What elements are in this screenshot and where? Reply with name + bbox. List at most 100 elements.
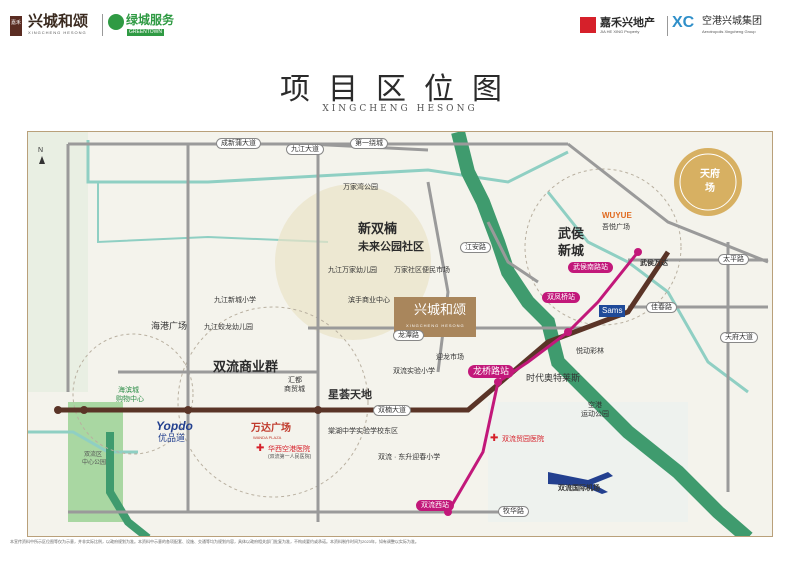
road-label-chengxinpu: 成新蒲大道	[216, 138, 261, 149]
right-brand-divider	[667, 16, 668, 36]
poi-shuangliu-dz: 双流 · 东升迎春小学	[378, 454, 441, 461]
tianfu-badge	[674, 148, 742, 216]
poi-jiujiang-xx: 九江新城小学	[214, 297, 256, 304]
avenue-node-1	[54, 406, 62, 414]
poi-jiujiang-jl: 九江蛟龙幼儿园	[204, 324, 253, 331]
new-shuangnan-circle	[275, 184, 431, 340]
wanda-en: WANDA PLAZA	[253, 435, 282, 440]
wuhou-wanda: 武侯万达	[640, 260, 668, 267]
poi-yueyou: 悦动彩林	[576, 348, 604, 355]
road-jiangan	[426, 181, 450, 373]
avenue-node-2	[80, 406, 88, 414]
metro-stop-1	[634, 248, 642, 256]
left-green-zone	[28, 132, 88, 392]
avenue-node-3	[184, 406, 192, 414]
poi-wanjia-park: 万家湾公园	[343, 184, 378, 191]
poi-shidai: 时代奥特莱斯	[526, 373, 581, 383]
jinjiang-river	[451, 132, 753, 536]
poi-xingui: 星荟天地	[328, 389, 372, 401]
hospital-icon-2: ✚	[490, 433, 499, 444]
area-new-shuangnan-line2: 未来公园社区	[358, 241, 424, 253]
poi-konggang: 空港	[588, 402, 602, 409]
poi-huidu2: 商贸城	[284, 386, 305, 393]
service-brand-name: 绿城服务	[126, 13, 175, 27]
poi-tanghu: 棠湖中学实验学校东区	[328, 428, 398, 435]
wanda-logo: 万达广场	[251, 423, 291, 434]
greentown-logo-icon	[108, 14, 124, 30]
metro-shuangliu-west[interactable]: 双流西站	[416, 500, 454, 511]
xc-logo-icon: XC	[672, 14, 695, 31]
compass-icon	[39, 156, 45, 164]
shuangnan-avenue	[58, 250, 671, 413]
road-label-shuangnan: 双楠大道	[373, 405, 411, 416]
road-label-ganyu: 牧华路	[498, 506, 529, 517]
tianfu-label-line2: 场	[705, 183, 715, 194]
metro-wuhou-south[interactable]: 武侯南路站	[568, 262, 613, 273]
brand-name: 兴城和颂	[28, 12, 89, 30]
poi-shuangliu-park2: 中心公园	[82, 460, 107, 466]
left-river	[106, 432, 151, 536]
poi-haibin: 海滨城	[118, 387, 139, 394]
road-label-jiujiang: 九江大道	[286, 144, 324, 155]
poi-wanjia: 万家社区便民市场	[394, 267, 450, 274]
poi-konggang2: 运动公园	[581, 411, 609, 418]
poi-haibin2: 购物中心	[116, 396, 144, 403]
river-south	[28, 430, 138, 454]
metro-longqiao[interactable]: 龙桥路站	[468, 365, 515, 378]
area-new-shuangnan-line1: 新双楠	[358, 221, 398, 236]
poi-huaxi: 华西空港医院	[268, 446, 310, 453]
area-shuangliu: 双流商业群	[213, 359, 279, 374]
compass-north-label: N	[38, 147, 44, 154]
project-name[interactable]: 兴城和颂	[414, 303, 467, 318]
road-label-diyizhuan: 第一绕城	[350, 138, 388, 149]
right-brand1-en: JIA HE XING Property	[600, 29, 640, 34]
metro-stop-3	[494, 378, 502, 386]
tianfu-badge-inner	[679, 153, 737, 211]
poi-jiujiang-kg: 九江万家幼儿园	[328, 267, 377, 274]
area-wuhou-line2: 新城	[558, 243, 585, 258]
river-east	[546, 191, 749, 394]
poi-huidu1: 汇都	[288, 377, 302, 384]
shuangliu-circle	[177, 306, 369, 498]
metro-line	[446, 251, 640, 513]
page-subtitle: XINGCHENG HESONG	[322, 104, 478, 114]
wuyue-plaza: 吾悦广场	[602, 224, 630, 231]
poi-shuangliu-hosp: 双流贸园医院	[502, 436, 544, 443]
map-base-svg	[28, 132, 769, 536]
poi-airport: 双流国际机场	[558, 485, 600, 492]
haibin-circle	[72, 333, 194, 455]
metro-stop-2	[564, 328, 572, 336]
poi-binshou: 滨手商业中心	[348, 297, 390, 304]
wuhou-circle	[524, 168, 682, 326]
poi-yinglong: 迎龙市场	[436, 354, 464, 361]
sams-logo: Sams	[599, 305, 626, 317]
road-label-longtan: 龙潭路	[393, 330, 424, 341]
tianfu-label-line1: 天府	[700, 169, 720, 180]
avenue-node-4	[314, 406, 322, 414]
page-title: 项目区位图	[280, 72, 520, 107]
airplane-icon	[548, 472, 613, 494]
right-brand1-name: 嘉禾兴地产	[600, 16, 655, 29]
poi-haigang: 海港广场	[151, 321, 188, 331]
wuyue-logo: WUYUE	[602, 211, 632, 220]
brand-logo-mark: 嘉禾	[10, 16, 22, 36]
poi-shuangliu-exp: 双流实验小学	[393, 368, 435, 375]
road-east-north	[567, 142, 769, 264]
river-mid	[97, 182, 329, 244]
road-chuanzang	[486, 221, 539, 284]
hospital-icon-1: ✚	[256, 443, 265, 454]
poi-shuangliu-park: 双流区	[84, 452, 103, 458]
right-brand2-name: 空港兴城集团	[702, 16, 762, 27]
poi-huaxi2: (双流第一人民医院)	[268, 454, 312, 460]
road-label-tianfu: 天府大道	[720, 332, 758, 343]
jiahexing-logo-icon	[580, 17, 596, 33]
yopdo-cn: 优品道	[158, 433, 186, 443]
area-wuhou-line1: 武侯	[558, 226, 585, 241]
road-label-jiangan: 江安路	[460, 242, 491, 253]
metro-shuangfeng[interactable]: 双凤桥站	[542, 292, 580, 303]
road-label-jiachun: 佳春路	[646, 302, 677, 313]
location-map[interactable]: 新双楠 未来公园社区 武侯 新城 双流商业群 天府 场 兴城和颂 XINGCHE…	[27, 131, 773, 537]
right-brand2-en: Aerotropolis Xingcheng Group	[702, 29, 756, 34]
header: 嘉禾 兴城和颂 XINGCHENG HESONG 绿城服务 GREENTOWN …	[0, 0, 800, 120]
brand-name-en: XINGCHENG HESONG	[28, 30, 87, 35]
